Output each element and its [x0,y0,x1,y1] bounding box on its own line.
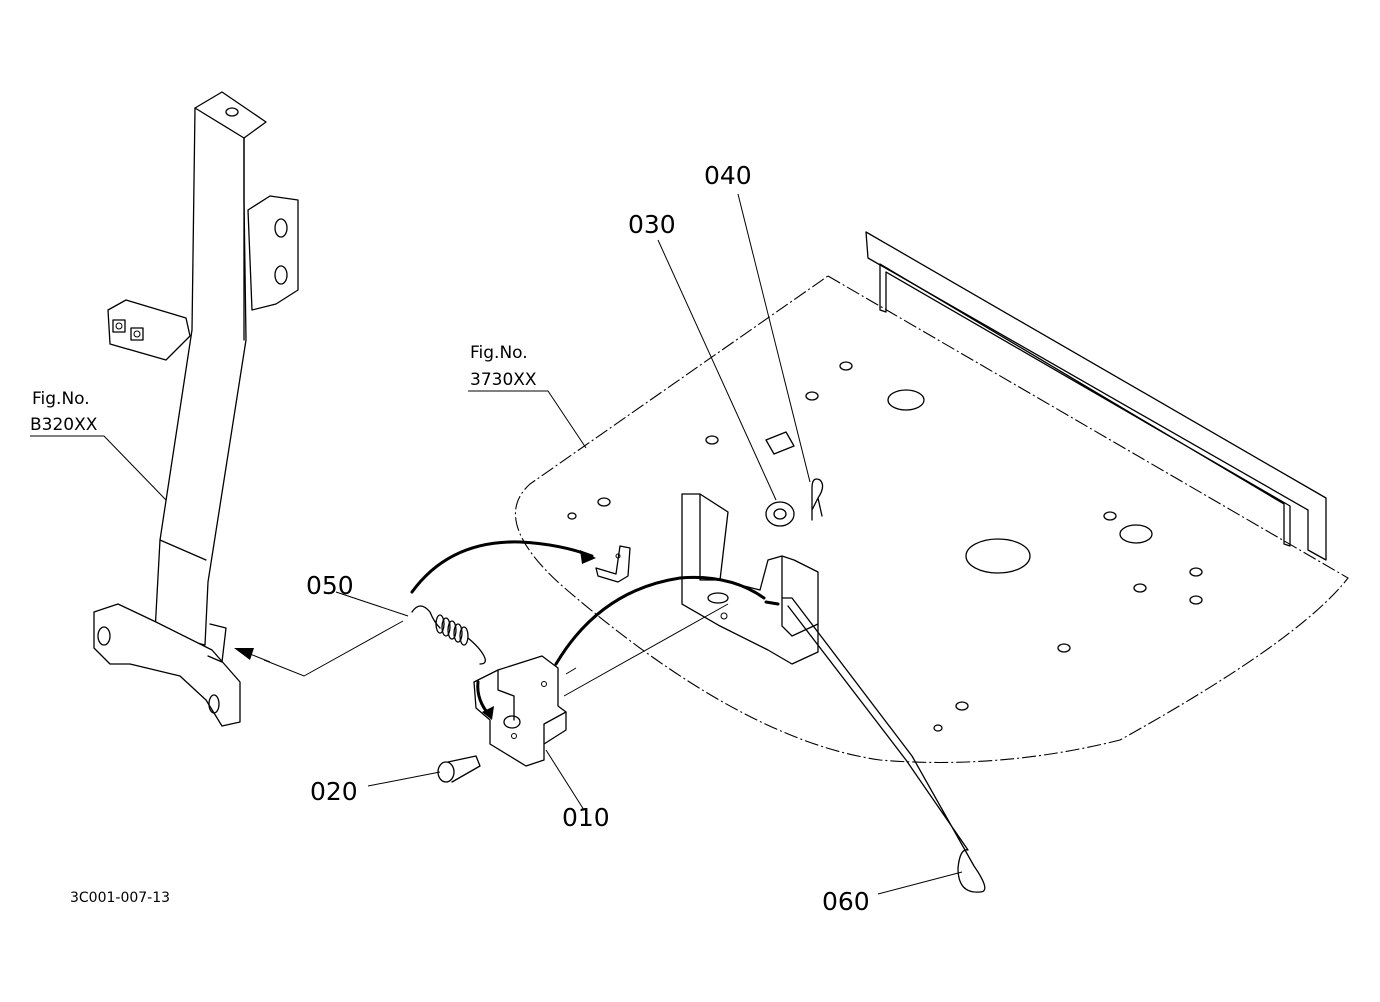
latch-plate [473,655,567,767]
washer [765,501,795,527]
spring [411,605,486,665]
release-rod [764,597,986,893]
drawing-code: 3C001-007-13 [70,890,170,906]
part-label-040: 040 [704,161,752,190]
fig-ref-3730-label: Fig.No. [470,343,528,363]
fig-ref-b320-label: Fig.No. [32,389,90,409]
fig-ref-3730-code: 3730XX [470,370,537,390]
seat-plate [515,231,1349,764]
clevis-pin [437,755,481,783]
hook-bracket [595,545,631,583]
part-label-030: 030 [628,210,676,239]
part-label-010: 010 [562,803,610,832]
frame-bracket [93,91,299,727]
fig-ref-b320-code: B320XX [30,415,98,435]
leader-lines [30,193,963,895]
part-label-020: 020 [310,777,358,806]
fig-ref-b320: Fig.No. B320XX [30,389,98,435]
fig-ref-3730: Fig.No. 3730XX [470,343,537,390]
part-label-050: 050 [306,571,354,600]
part-label-060: 060 [822,887,870,916]
r-pin [811,478,824,521]
assembly-guides [234,540,766,720]
